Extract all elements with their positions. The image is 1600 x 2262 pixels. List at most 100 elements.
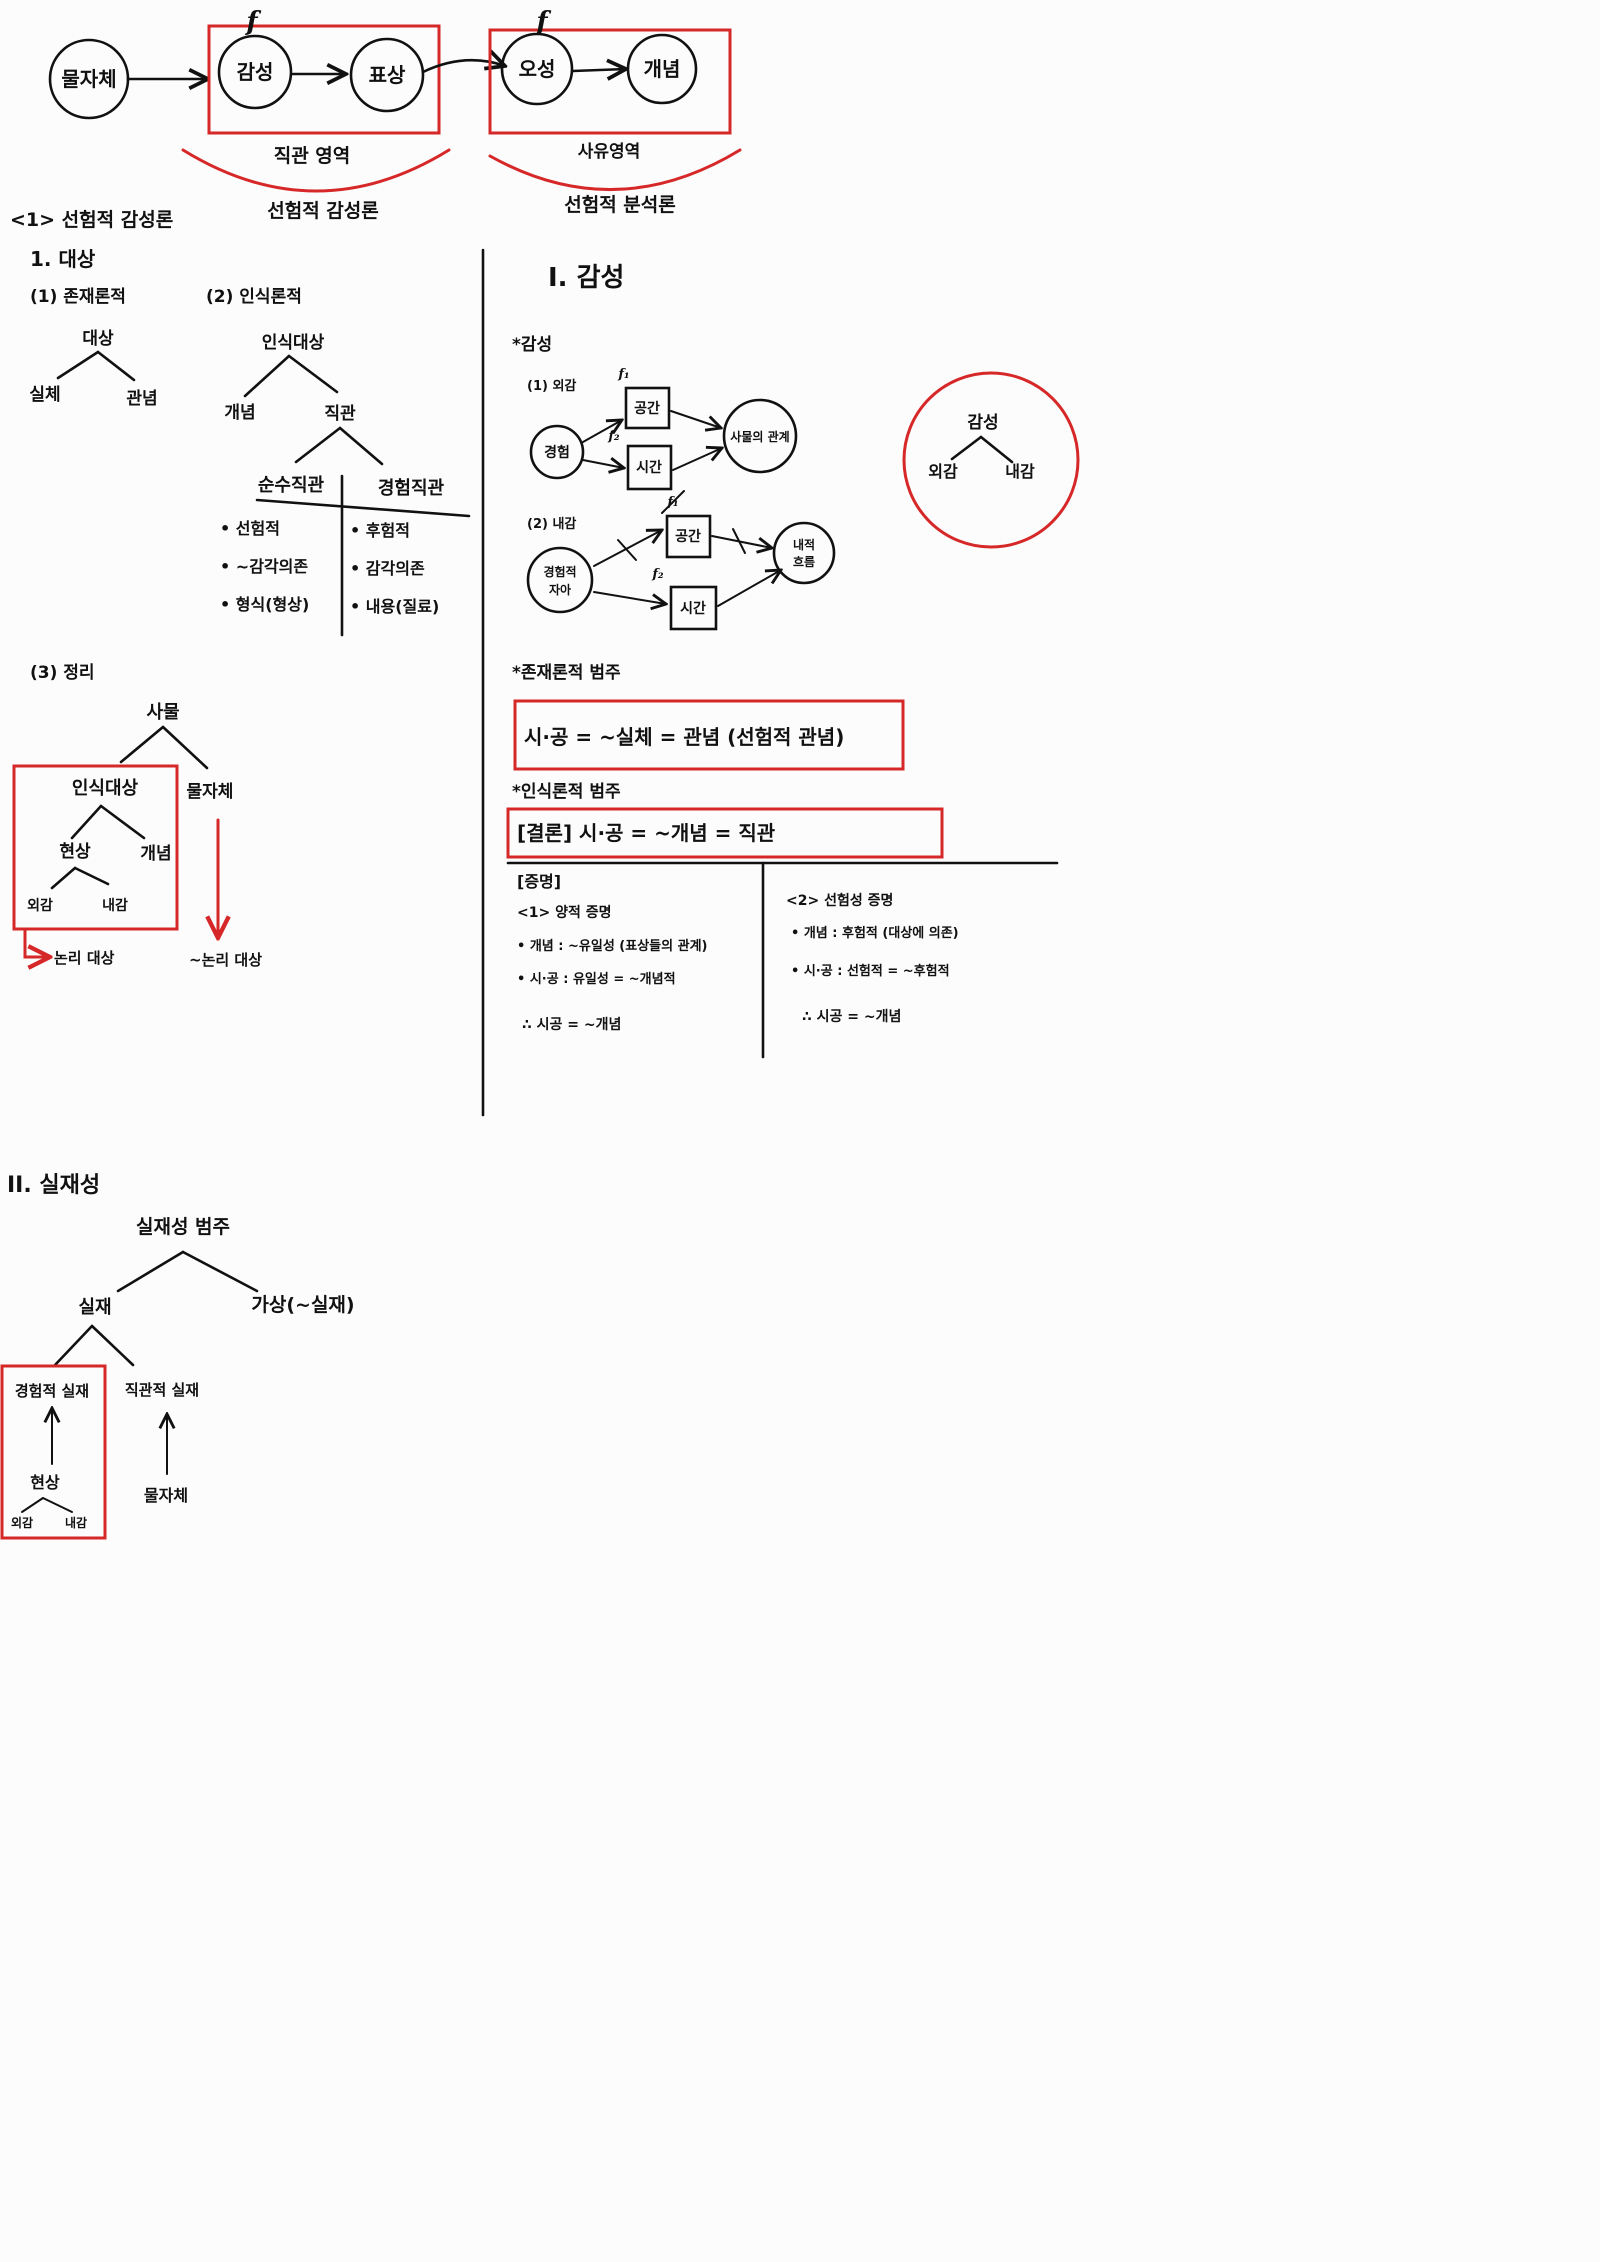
inner-sense-heading: (2) 내감 xyxy=(527,516,576,532)
thought-highlight-box xyxy=(488,28,732,135)
space-box xyxy=(665,514,712,559)
inner-flow-label: 흐름 xyxy=(793,554,815,569)
relation-of-things-node xyxy=(722,398,798,474)
proof1-line: • 개념 : ~유일성 (표상들의 관계) xyxy=(517,938,707,954)
empirical-trait: • 후험적 xyxy=(350,521,410,540)
empirical-self-label: 경험적 xyxy=(543,564,576,579)
concept-label: 개념 xyxy=(644,57,681,81)
tree-node: 개념 xyxy=(224,402,255,423)
non-logical-object-label: ~논리 대상 xyxy=(189,951,262,969)
arrow xyxy=(421,60,505,74)
tree-leaf: 내감 xyxy=(1005,462,1035,481)
sensibility-heading: *감성 xyxy=(512,335,552,355)
pure-trait: • ~감각의존 xyxy=(220,557,308,576)
tree-branch xyxy=(56,350,100,380)
ontological-heading: (1) 존재론적 xyxy=(30,287,126,307)
pure-trait: • 형식(형상) xyxy=(220,595,309,614)
empirical-self-label: 자아 xyxy=(549,582,571,597)
thing-in-itself-label: 물자체 xyxy=(144,1486,188,1505)
tree-branch xyxy=(243,354,291,398)
inner-flow-node xyxy=(772,521,836,585)
sensibility-section: I. 감성 *감성 (1) 외감 경험 f₁ 공간 f₂ 시간 사물의 관계 (… xyxy=(506,263,1080,1059)
space-box xyxy=(624,386,671,430)
tree-root: 대상 xyxy=(82,329,114,349)
arrow xyxy=(670,410,721,428)
tree-branch xyxy=(181,1250,259,1293)
cross-mark xyxy=(732,528,746,554)
thought-bracket-arc xyxy=(488,148,742,192)
tree-leaf: 실체 xyxy=(29,385,60,405)
understanding-label: 오성 xyxy=(519,57,556,81)
conclusion-box xyxy=(506,807,944,859)
experience-label: 경험 xyxy=(544,444,570,461)
understanding-node xyxy=(500,32,574,106)
arrow xyxy=(593,591,666,604)
logical-object-label: 논리 대상 xyxy=(54,949,115,967)
tree-leaf: 내감 xyxy=(65,1515,87,1530)
cross-mark xyxy=(617,539,637,561)
tree-branch xyxy=(50,866,77,890)
section-title: <1> 선험적 감성론 xyxy=(10,209,173,231)
tree-branch xyxy=(21,1497,44,1513)
proof-heading: [증명] xyxy=(517,872,561,891)
proof2-title: <2> 선험성 증명 xyxy=(786,892,893,909)
tree-leaf: 내감 xyxy=(102,897,128,914)
arrow xyxy=(571,69,626,71)
representation-label: 표상 xyxy=(369,63,406,87)
tree-branch xyxy=(53,1324,94,1367)
relation-of-things-label: 사물의 관계 xyxy=(730,429,789,444)
time-label: 시간 xyxy=(680,600,706,617)
strike-mark xyxy=(661,490,685,514)
ontological-category-heading: *존재론적 범주 xyxy=(512,663,621,683)
thought-area-label: 사유영역 xyxy=(578,142,641,162)
proof1-title: <1> 양적 증명 xyxy=(517,904,611,921)
tree-branch xyxy=(950,435,983,461)
tree-node: 개념 xyxy=(140,843,171,864)
tree-leaf: 순수직관 xyxy=(258,475,325,496)
time-box xyxy=(626,444,673,491)
proof2-line: • 시·공 : 선험적 = ~후험적 xyxy=(791,963,950,979)
tree-branch xyxy=(70,804,103,840)
representation-node xyxy=(349,37,425,113)
tree-branch xyxy=(73,866,110,886)
arrow xyxy=(711,535,772,548)
proof1-line: • 시·공 : 유일성 = ~개념적 xyxy=(517,971,676,987)
tree-node: 물자체 xyxy=(187,782,234,802)
tree-root: 사물 xyxy=(146,702,179,723)
concept-node xyxy=(626,33,698,105)
tree-branch xyxy=(287,354,339,394)
tree-branch xyxy=(99,804,146,840)
tree-leaf: 경험적 실재 xyxy=(15,1382,89,1400)
tree-node: 실재 xyxy=(78,1297,111,1318)
tree-root: 인식대상 xyxy=(262,333,325,353)
space-label: 공간 xyxy=(675,528,701,545)
analytic-label: 선험적 분석론 xyxy=(564,194,676,216)
intuition-highlight-box xyxy=(207,24,441,135)
tree-node: 현상 xyxy=(59,842,91,862)
tree-node: 직관 xyxy=(324,404,356,424)
time-box xyxy=(669,585,718,631)
red-arrow xyxy=(23,927,50,957)
epistemological-heading: (2) 인식론적 xyxy=(206,287,302,307)
ontological-claim: 시·공 = ~실체 = 관념 (선험적 관념) xyxy=(524,725,844,749)
tree-branch xyxy=(42,1497,73,1513)
proof2-line: • 개념 : 후험적 (대상에 의존) xyxy=(791,925,959,941)
phenomenon-label: 현상 xyxy=(30,1473,60,1492)
conclusion: [결론] 시·공 = ~개념 = 직관 xyxy=(517,821,776,845)
arrow xyxy=(582,420,622,443)
object-heading: 1. 대상 xyxy=(30,247,96,271)
proof2-therefore: ∴ 시공 = ~개념 xyxy=(802,1009,901,1025)
sensibility-label: 감성 xyxy=(237,60,274,84)
section-title: II. 실재성 xyxy=(7,1173,100,1198)
tree-branch xyxy=(979,435,1014,464)
arrow xyxy=(593,530,662,567)
tree-branch xyxy=(116,1250,185,1293)
pure-trait: • 선험적 xyxy=(220,519,280,538)
tree-leaf: 직관적 실재 xyxy=(125,1381,199,1399)
experience-node xyxy=(529,424,585,480)
empirical-trait: • 내용(질료) xyxy=(350,597,439,616)
reality-section: II. 실재성 실재성 범주 실재 가상(~실재) 경험적 실재 직관적 실재 … xyxy=(0,1173,355,1540)
arrow xyxy=(717,570,781,607)
intuition-area-label: 직관 영역 xyxy=(274,145,351,167)
tree-branch xyxy=(90,1324,135,1367)
